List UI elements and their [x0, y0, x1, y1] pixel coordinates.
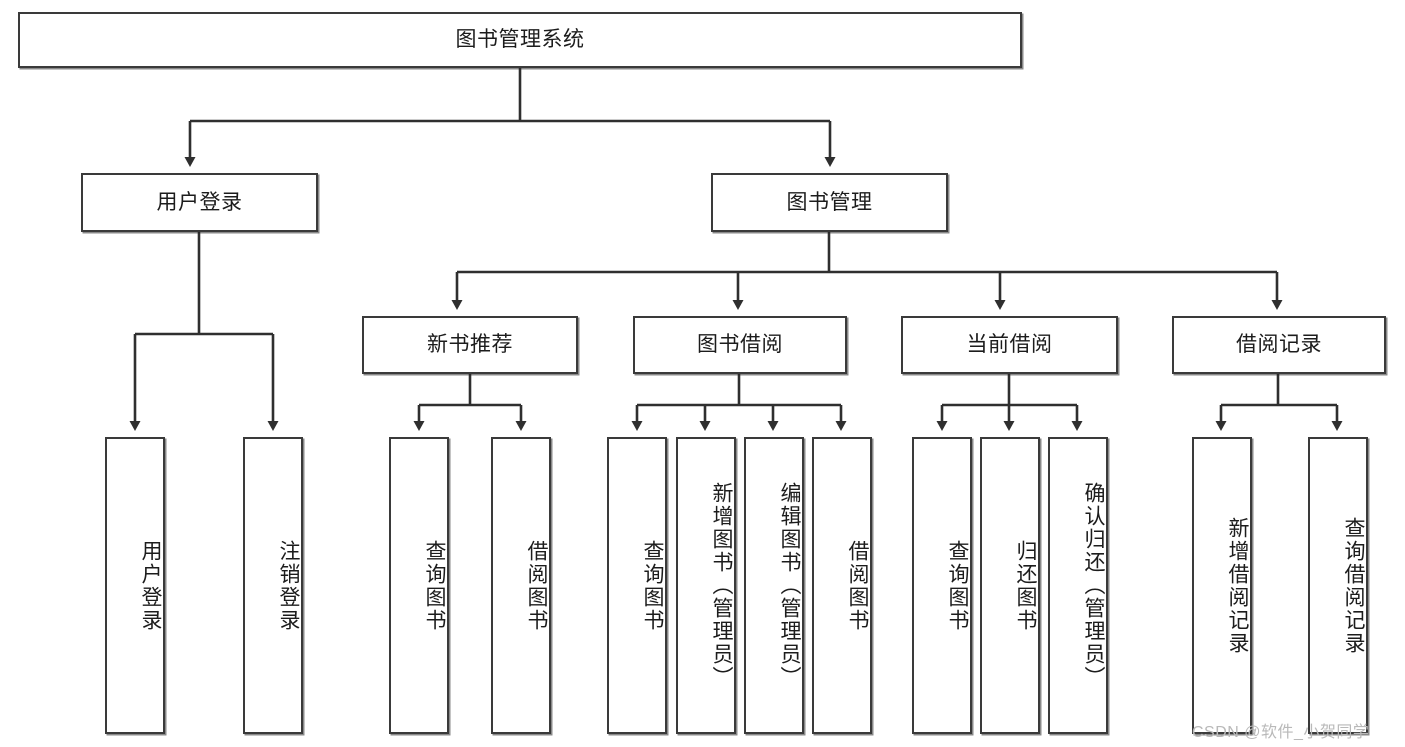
- leaf-query-record[interactable]: 查询借阅记录: [1308, 437, 1368, 734]
- leaf-query-book-1[interactable]: 查询图书: [389, 437, 449, 734]
- node-borrow-record[interactable]: 借阅记录: [1172, 316, 1386, 374]
- leaf-logout[interactable]: 注销登录: [243, 437, 303, 734]
- csdn-watermark-text: CSDN @软件_小贺同学: [1192, 724, 1370, 741]
- node-user-login-label: 用户登录: [156, 190, 243, 214]
- leaf-query-record-label: 查询借阅记录: [1342, 516, 1365, 655]
- leaf-edit-book[interactable]: 编辑图书（管理员）: [744, 437, 804, 734]
- leaf-return-book-label: 归还图书: [1014, 539, 1037, 632]
- leaf-query-book-3-label: 查询图书: [946, 539, 969, 632]
- leaf-user-login[interactable]: 用户登录: [105, 437, 165, 734]
- leaf-query-book-3[interactable]: 查询图书: [912, 437, 972, 734]
- leaf-confirm-return[interactable]: 确认归还（管理员）: [1048, 437, 1108, 734]
- leaf-add-book-label: 新增图书（管理员）: [710, 482, 733, 689]
- node-book-manage[interactable]: 图书管理: [711, 173, 948, 232]
- leaf-borrow-book-1-label: 借阅图书: [525, 539, 548, 632]
- node-book-borrow-label: 图书借阅: [697, 333, 783, 357]
- node-new-book-rec[interactable]: 新书推荐: [362, 316, 578, 374]
- leaf-user-login-label: 用户登录: [139, 539, 162, 632]
- node-user-login[interactable]: 用户登录: [81, 173, 318, 232]
- leaf-add-book[interactable]: 新增图书（管理员）: [676, 437, 736, 734]
- leaf-query-book-1-label: 查询图书: [423, 539, 446, 632]
- leaf-add-record-label: 新增借阅记录: [1226, 516, 1249, 655]
- node-borrow-record-label: 借阅记录: [1236, 333, 1322, 357]
- leaf-confirm-return-label: 确认归还（管理员）: [1082, 482, 1105, 689]
- node-root-label: 图书管理系统: [455, 28, 585, 52]
- leaf-query-book-2-label: 查询图书: [641, 539, 664, 632]
- leaf-add-record[interactable]: 新增借阅记录: [1192, 437, 1252, 734]
- leaf-edit-book-label: 编辑图书（管理员）: [778, 482, 801, 689]
- node-current-borrow-label: 当前借阅: [966, 333, 1053, 357]
- node-book-manage-label: 图书管理: [786, 190, 873, 214]
- node-current-borrow[interactable]: 当前借阅: [901, 316, 1118, 374]
- leaf-logout-label: 注销登录: [277, 539, 300, 632]
- node-book-borrow[interactable]: 图书借阅: [633, 316, 847, 374]
- leaf-return-book[interactable]: 归还图书: [980, 437, 1040, 734]
- leaf-borrow-book-2-label: 借阅图书: [846, 539, 869, 632]
- node-root[interactable]: 图书管理系统: [18, 12, 1022, 68]
- leaf-query-book-2[interactable]: 查询图书: [607, 437, 667, 734]
- csdn-watermark: CSDN @软件_小贺同学: [1192, 718, 1369, 742]
- leaf-borrow-book-2[interactable]: 借阅图书: [812, 437, 872, 734]
- node-new-book-rec-label: 新书推荐: [427, 333, 513, 357]
- leaf-borrow-book-1[interactable]: 借阅图书: [491, 437, 551, 734]
